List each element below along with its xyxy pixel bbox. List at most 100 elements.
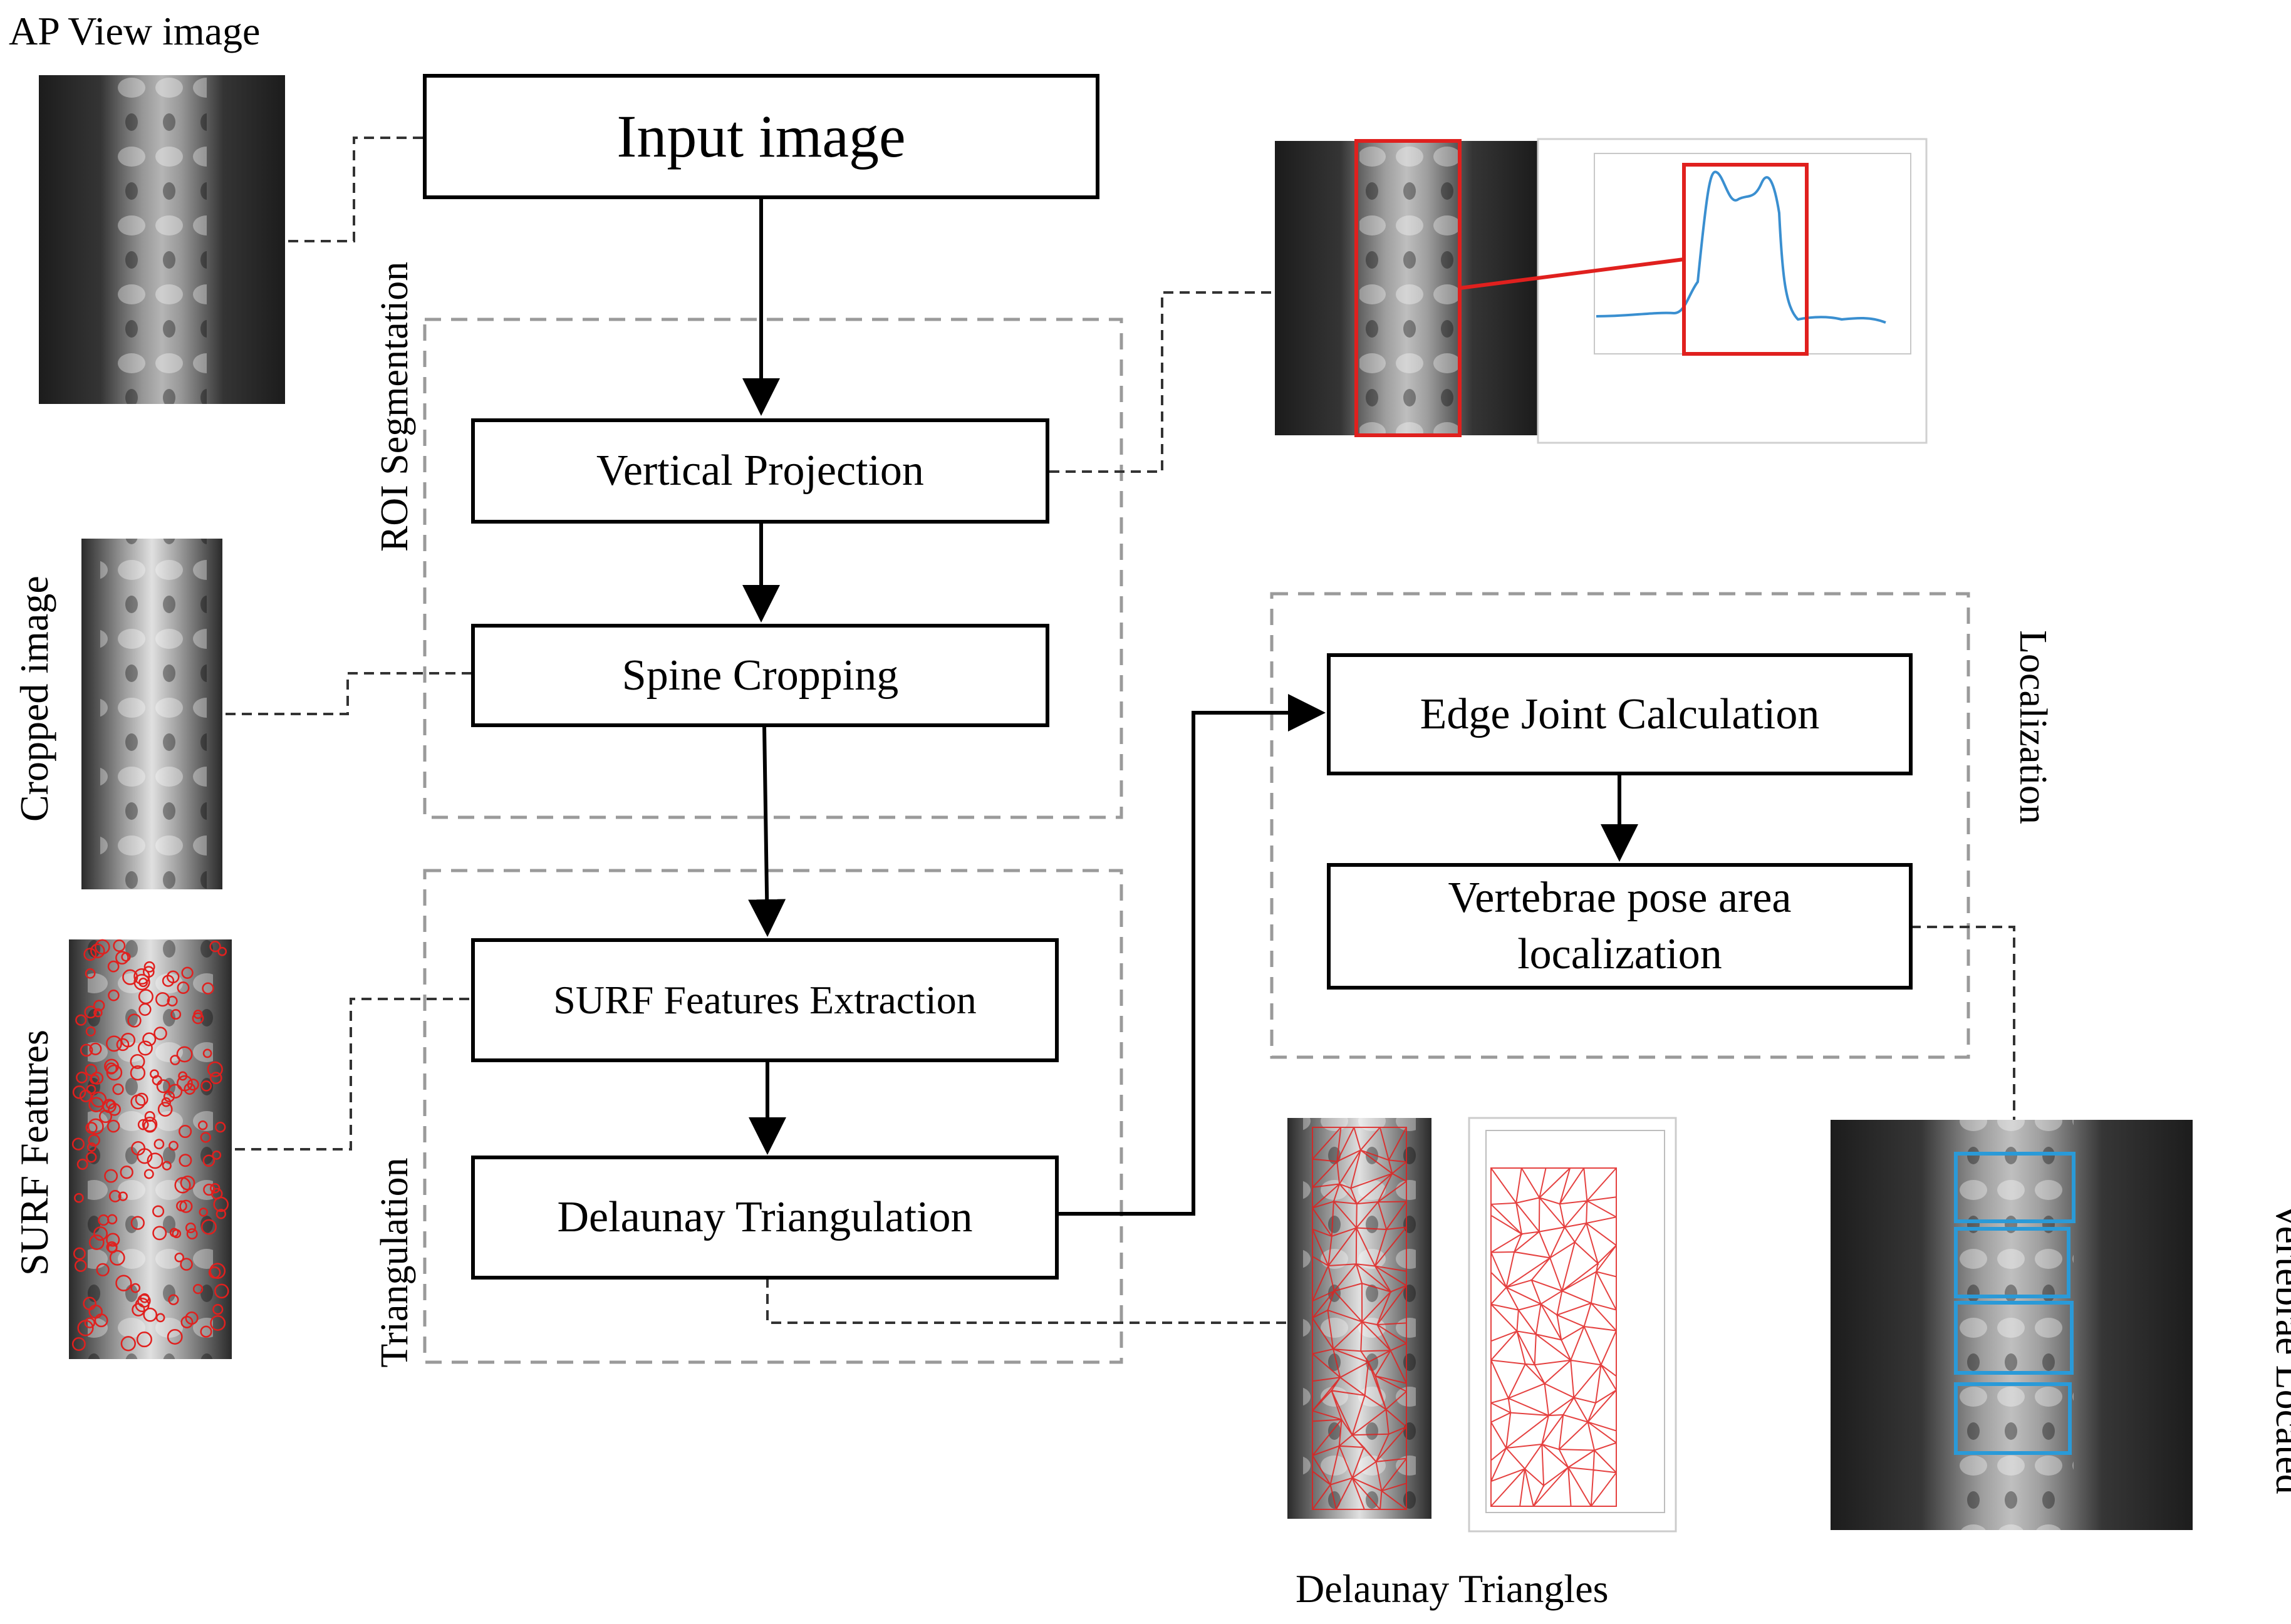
surf-keypoint-marker bbox=[122, 969, 138, 985]
leader-cropped bbox=[226, 672, 471, 715]
surf-keypoint-marker bbox=[93, 1226, 108, 1241]
input-image-step: Input image bbox=[423, 74, 1099, 199]
surf-keypoint-marker bbox=[210, 1183, 221, 1194]
surf-keypoint-marker bbox=[212, 1304, 224, 1315]
surf-keypoint-marker bbox=[186, 1228, 198, 1240]
surf-keypoint-marker bbox=[86, 1142, 96, 1152]
surf-keypoint-marker bbox=[116, 1038, 130, 1052]
surf-keypoint-marker bbox=[107, 960, 120, 973]
surf-keypoint-marker bbox=[94, 1313, 108, 1328]
delaunay-mesh-lines bbox=[1312, 1127, 1407, 1510]
surf-keypoint-marker bbox=[120, 1336, 136, 1352]
surf-keypoint-marker bbox=[216, 1209, 226, 1219]
surf-keypoint-marker bbox=[71, 1137, 85, 1151]
surf-keypoint-marker bbox=[87, 1118, 104, 1135]
surf-keypoint-marker bbox=[210, 1315, 226, 1331]
edge-joint-step: Edge Joint Calculation bbox=[1327, 653, 1913, 775]
surf-keypoint-marker bbox=[169, 1228, 179, 1238]
surf-keypoint-marker bbox=[176, 1200, 187, 1212]
projection-xray-image bbox=[1275, 139, 1538, 437]
surf-keypoint-marker bbox=[108, 990, 120, 1001]
surf-keypoint-marker bbox=[207, 1061, 223, 1077]
surf-keypoint-marker bbox=[155, 992, 170, 1007]
leader-surf bbox=[235, 998, 471, 1151]
spine-cropping-text: Spine Cropping bbox=[621, 651, 899, 700]
surf-keypoint-marker bbox=[202, 1048, 212, 1058]
leader-delaunay bbox=[766, 1278, 1287, 1324]
surf-keypoint-marker bbox=[90, 1091, 107, 1108]
surf-keypoint-marker bbox=[212, 1150, 222, 1160]
surf-keypoint-marker bbox=[210, 1187, 223, 1200]
vertebrae-pose-text-line1: Vertebrae pose area bbox=[1448, 874, 1792, 923]
leader-ap-view bbox=[288, 137, 423, 242]
surf-keypoint-marker bbox=[84, 1005, 97, 1019]
surf-keypoint-marker bbox=[143, 961, 155, 973]
surf-keypoint-marker bbox=[105, 1062, 118, 1075]
surf-keypoint-marker bbox=[112, 1084, 124, 1095]
surf-extraction-text: SURF Features Extraction bbox=[553, 978, 977, 1023]
surf-keypoint-marker bbox=[130, 1094, 146, 1110]
surf-keypoint-marker bbox=[170, 1009, 182, 1020]
surf-keypoint-marker bbox=[217, 946, 227, 956]
projection-profile-plot bbox=[1459, 138, 1928, 444]
surf-keypoint-marker bbox=[155, 1313, 165, 1323]
surf-keypoint-marker bbox=[127, 1013, 142, 1028]
surf-keypoint-marker bbox=[180, 1316, 194, 1328]
surf-keypoint-marker bbox=[75, 1014, 87, 1026]
surf-keypoint-marker bbox=[200, 1219, 217, 1235]
surf-keypoint-marker bbox=[106, 1119, 120, 1133]
surf-extraction-step: SURF Features Extraction bbox=[471, 938, 1059, 1062]
surf-keypoint-marker bbox=[147, 1152, 164, 1169]
surf-keypoint-marker bbox=[152, 1205, 165, 1218]
arrow-delaunay-to-edge-joint bbox=[1059, 694, 1326, 1216]
surf-keypoint-marker bbox=[98, 1214, 110, 1226]
surf-keypoint-marker bbox=[209, 1072, 222, 1085]
surf-keypoint-marker bbox=[202, 1154, 216, 1167]
surf-keypoint-marker bbox=[79, 1089, 92, 1102]
surf-keypoint-marker bbox=[177, 1075, 193, 1092]
surf-keypoint-marker bbox=[192, 1012, 204, 1025]
surf-keypoint-marker bbox=[108, 1190, 122, 1202]
surf-keypoint-marker bbox=[85, 1026, 96, 1037]
surf-keypoint-marker bbox=[174, 1253, 184, 1263]
surf-keypoint-marker bbox=[130, 1216, 145, 1230]
surf-keypoint-marker bbox=[143, 1169, 154, 1179]
surf-keypoint-marker bbox=[71, 1337, 86, 1351]
surf-keypoint-marker bbox=[137, 1119, 149, 1130]
surf-keypoint-marker bbox=[76, 1072, 88, 1084]
surf-keypoint-marker bbox=[130, 1283, 141, 1293]
surf-keypoint-marker bbox=[93, 1008, 103, 1018]
ap-view-label: AP View image bbox=[9, 9, 261, 53]
triangulation-frame bbox=[423, 869, 1123, 1364]
input-image-text: Input image bbox=[616, 102, 906, 170]
surf-keypoint-marker bbox=[106, 1241, 118, 1253]
surf-keypoint-marker bbox=[152, 1226, 167, 1241]
surf-keypoint-marker bbox=[115, 1275, 132, 1291]
surf-keypoint-marker bbox=[74, 1259, 87, 1272]
surf-keypoint-marker bbox=[88, 1234, 105, 1250]
vertical-projection-step: Vertical Projection bbox=[471, 418, 1049, 524]
roi-segmentation-frame bbox=[423, 318, 1123, 819]
surf-keypoint-marker bbox=[153, 1027, 167, 1040]
surf-keypoint-marker bbox=[96, 1263, 110, 1277]
cropped-image-label: Cropped image bbox=[12, 576, 56, 822]
surf-keypoint-marker bbox=[162, 975, 175, 987]
surf-features-label: SURF Features bbox=[12, 1030, 56, 1276]
surf-keypoint-marker bbox=[137, 1040, 153, 1056]
vertebrae-located-label: Vertebrae Located bbox=[2268, 1201, 2291, 1494]
surf-keypoint-marker bbox=[199, 1208, 209, 1217]
surf-keypoint-marker bbox=[130, 1053, 145, 1069]
surf-keypoint-marker bbox=[133, 968, 150, 985]
surf-keypoint-marker bbox=[202, 982, 214, 995]
surf-keypoint-marker bbox=[72, 1085, 86, 1099]
surf-keypoint-marker bbox=[181, 966, 194, 979]
surf-keypoint-marker bbox=[167, 995, 178, 1006]
surf-keypoint-marker bbox=[93, 1000, 105, 1011]
surf-keypoint-marker bbox=[90, 943, 105, 959]
vertebrae-pose-step: Vertebrae pose area localization bbox=[1327, 863, 1913, 990]
surf-keypoint-marker bbox=[106, 1064, 123, 1081]
surf-keypoint-marker bbox=[109, 1249, 125, 1266]
surf-keypoint-marker bbox=[138, 1003, 152, 1016]
surf-keypoint-marker bbox=[167, 1084, 183, 1099]
surf-keypoint-marker bbox=[185, 1223, 196, 1233]
